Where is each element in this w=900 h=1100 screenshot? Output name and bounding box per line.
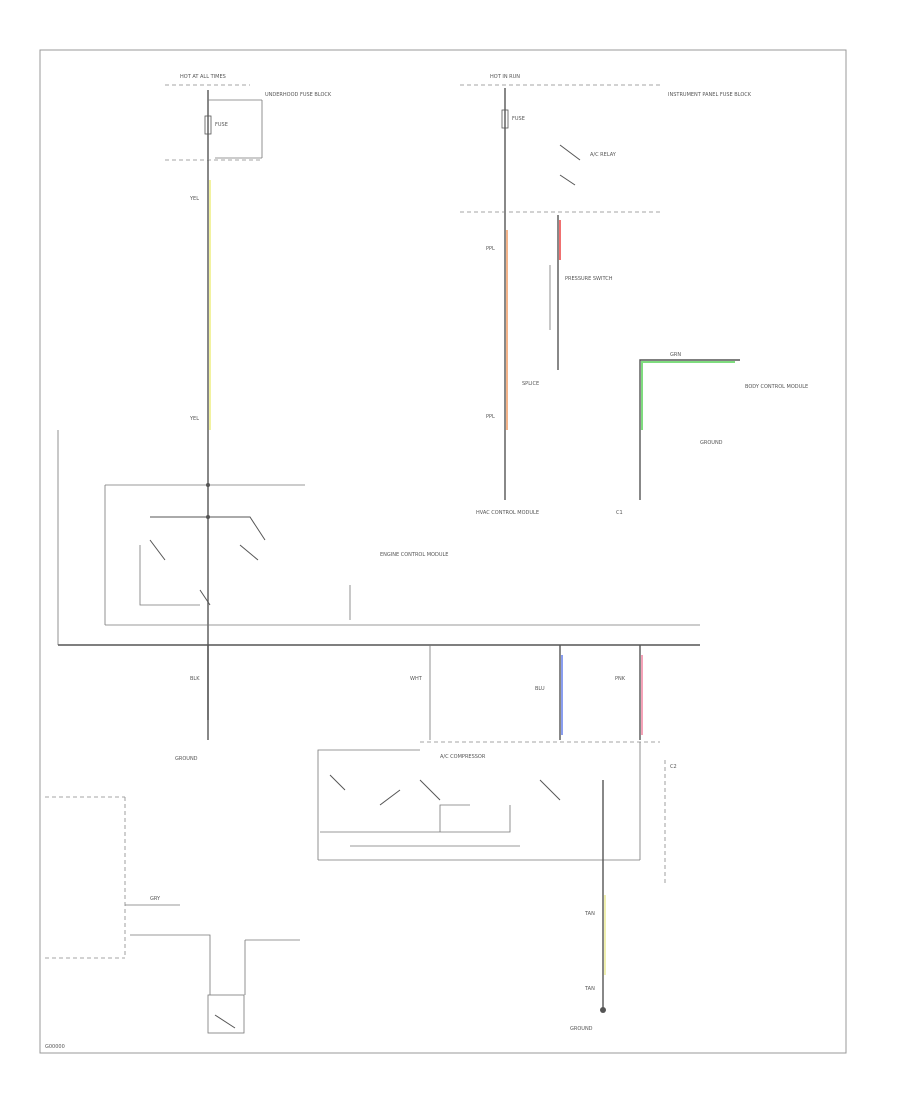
fuse-2-icon — [501, 109, 509, 129]
fuse-2-label: FUSE — [512, 116, 525, 122]
compressor-box: A/C COMPRESSOR C2 — [317, 741, 677, 885]
splice-dot-1 — [206, 483, 210, 487]
wire-grn-label: GRN — [670, 352, 681, 358]
wire-tan-label-2: TAN — [584, 986, 595, 992]
bottom-left-module: GRY — [45, 796, 300, 1034]
ground-3-label: GROUND — [570, 1026, 593, 1032]
wire-yel-label-2: YEL — [189, 416, 199, 422]
green-wire-color — [641, 361, 735, 430]
connector-1-label: C1 — [616, 510, 623, 516]
fuse-1-icon — [204, 115, 212, 135]
wire-gry-label: GRY — [150, 896, 161, 902]
diagram-frame — [39, 49, 847, 1054]
fuse-block-1-label: UNDERHOOD FUSE BLOCK — [265, 92, 332, 98]
ground-1-label: GROUND — [700, 440, 723, 446]
pressure-switch-label: PRESSURE SWITCH — [565, 276, 613, 282]
module-1-label: HVAC CONTROL MODULE — [476, 510, 539, 516]
wire-tan-label: TAN — [584, 911, 595, 917]
fuse-1-label: FUSE — [215, 122, 228, 128]
instrument-panel-fuse-block: HOT IN RUN INSTRUMENT PANEL FUSE BLOCK F… — [460, 74, 752, 500]
wire-blu-label: BLU — [535, 686, 545, 692]
hvac-control-box — [57, 430, 700, 646]
module-2-label: BODY CONTROL MODULE — [745, 384, 808, 390]
fuse-block-2-label: INSTRUMENT PANEL FUSE BLOCK — [668, 92, 752, 98]
wire-yel-label-1: YEL — [189, 196, 199, 202]
wire-pnk-label: PNK — [615, 676, 626, 682]
splice-label: SPLICE — [522, 381, 539, 387]
compressor-label: A/C COMPRESSOR — [440, 754, 486, 760]
wire-wht-label: WHT — [410, 676, 423, 682]
figure-number: G00000 — [45, 1044, 65, 1050]
wire-ppl-label-2: PPL — [486, 414, 495, 420]
underhood-fuse-block: HOT AT ALL TIMES FUSE UNDERHOOD FUSE BLO… — [165, 74, 332, 161]
hot-in-run-label: HOT IN RUN — [490, 74, 520, 80]
relay-1-label: A/C RELAY — [590, 152, 617, 158]
ecm-ground-dot — [600, 1007, 606, 1013]
splice-dot-2 — [206, 515, 210, 519]
hot-at-all-times-label: HOT AT ALL TIMES — [180, 74, 226, 80]
wire-blk-label: BLK — [190, 676, 200, 682]
bottom-relay-box — [207, 994, 245, 1034]
ground-2-label: GROUND — [175, 756, 198, 762]
connector-2-label: C2 — [670, 764, 677, 770]
wire-ppl-label: PPL — [486, 246, 495, 252]
ecm-label: ENGINE CONTROL MODULE — [380, 552, 448, 558]
green-wire — [639, 359, 740, 500]
